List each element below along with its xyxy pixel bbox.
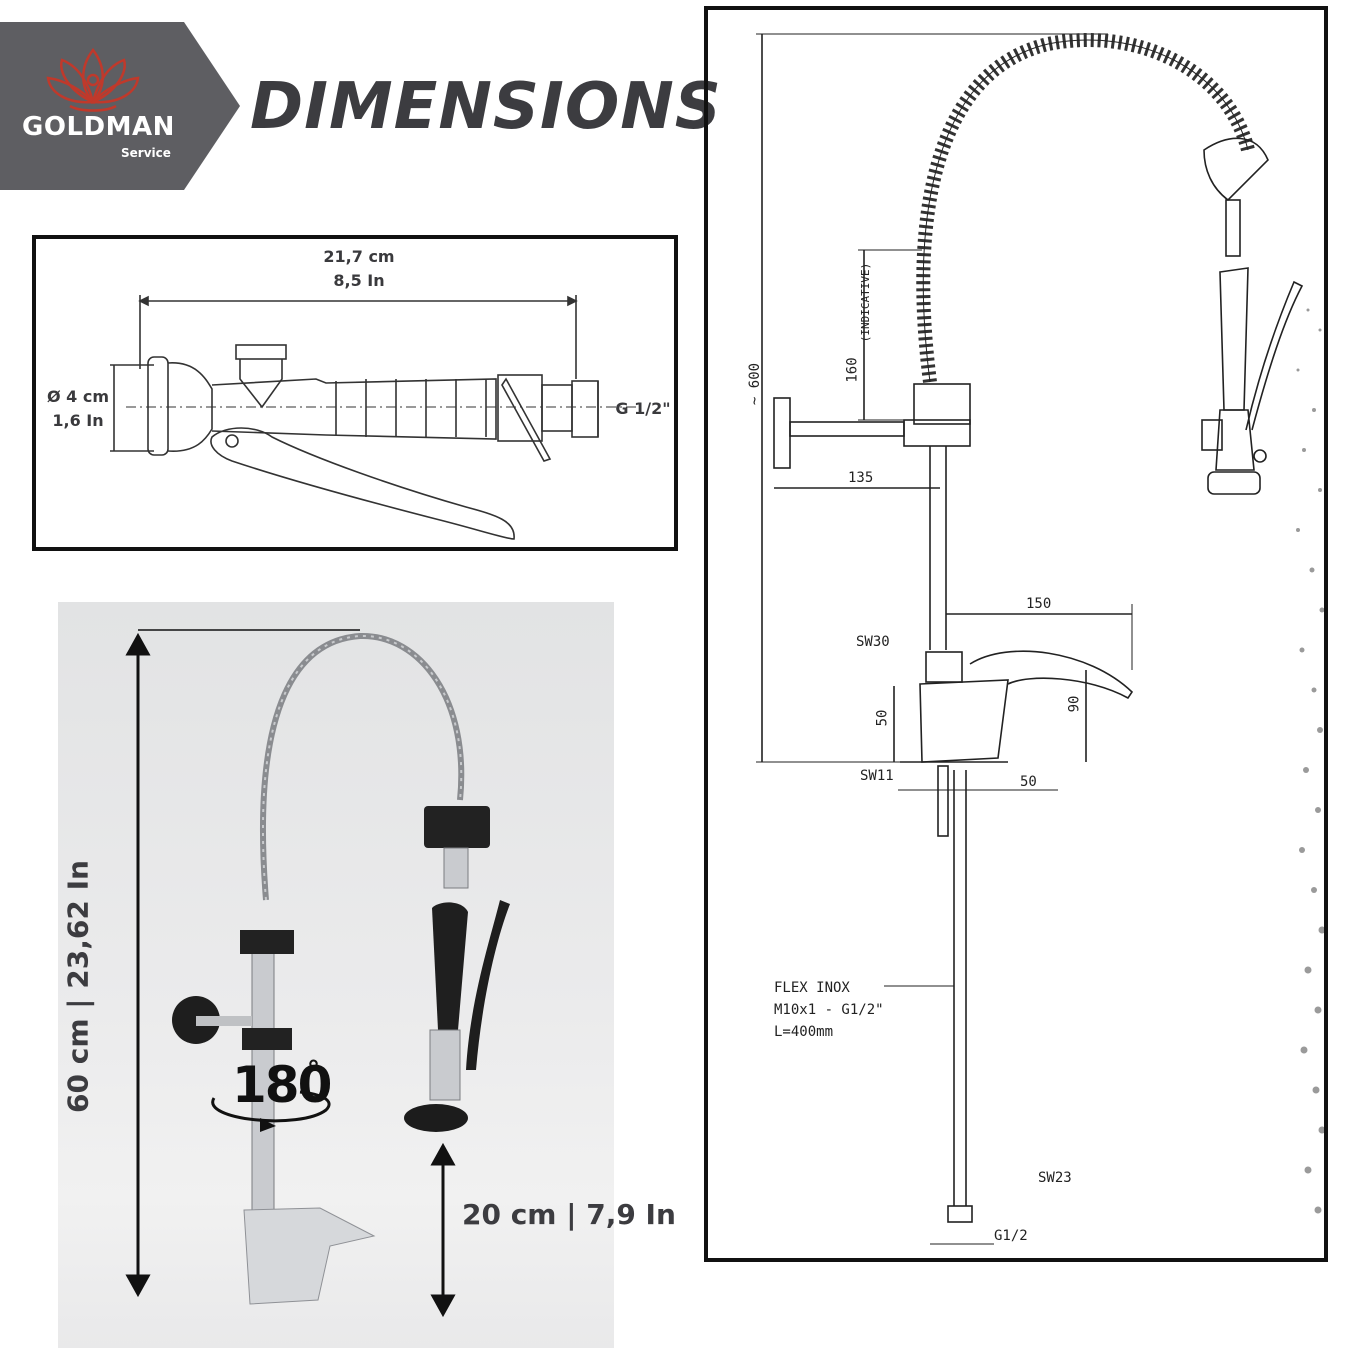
tech-spout-reach: 150 (1026, 596, 1052, 612)
tech-body-height: 50 (874, 709, 891, 727)
tech-flex-line2: M10x1 - G1/2" (774, 1002, 884, 1018)
tech-lever-height: 90 (1066, 695, 1083, 713)
tech-thread-end: G1/2 (994, 1228, 1028, 1244)
brand-name: GOLDMAN (22, 112, 175, 142)
handle-diameter-in: 1,6 In (52, 411, 104, 430)
tech-nut-top: SW30 (856, 634, 890, 650)
tech-wall-arm: 135 (848, 470, 874, 486)
handle-thread: G 1/2" (615, 399, 671, 418)
brand-subtitle: Service (121, 146, 171, 160)
tech-nut-bottom: SW11 (860, 768, 894, 784)
handle-length-in: 8,5 In (333, 271, 385, 290)
handle-length-cm: 21,7 cm (323, 247, 395, 266)
technical-drawing-panel: ~ 600 160 (INDICATIVE) 135 150 SW30 50 9… (704, 6, 1328, 1262)
technical-drawing (756, 33, 1324, 1245)
lotus-icon (46, 47, 140, 112)
spray-height-label: 20 cm | 7,9 In (462, 1198, 676, 1231)
brand-badge (0, 22, 240, 190)
tech-base-width: 50 (1020, 774, 1037, 790)
tech-hose-dim: 160 (844, 357, 861, 383)
tech-nut-end: SW23 (1038, 1170, 1072, 1186)
handle-drawing-panel: 21,7 cm 8,5 In Ø 4 cm 1,6 In G 1/2" (32, 235, 678, 551)
rotation-value: 180 (232, 1056, 332, 1114)
rotation-unit: ° (307, 1056, 320, 1086)
tech-height: ~ 600 (747, 362, 764, 406)
photo-height-label: 60 cm | 23,62 In (61, 860, 95, 1113)
handle-diameter-cm: Ø 4 cm (46, 387, 110, 406)
tech-flex-line1: FLEX INOX (774, 980, 850, 996)
tech-hose-note: (INDICATIVE) (859, 262, 873, 343)
page-title: DIMENSIONS (250, 70, 722, 144)
spray-handle-drawing (110, 295, 636, 540)
tech-flex-line3: L=400mm (774, 1024, 834, 1040)
